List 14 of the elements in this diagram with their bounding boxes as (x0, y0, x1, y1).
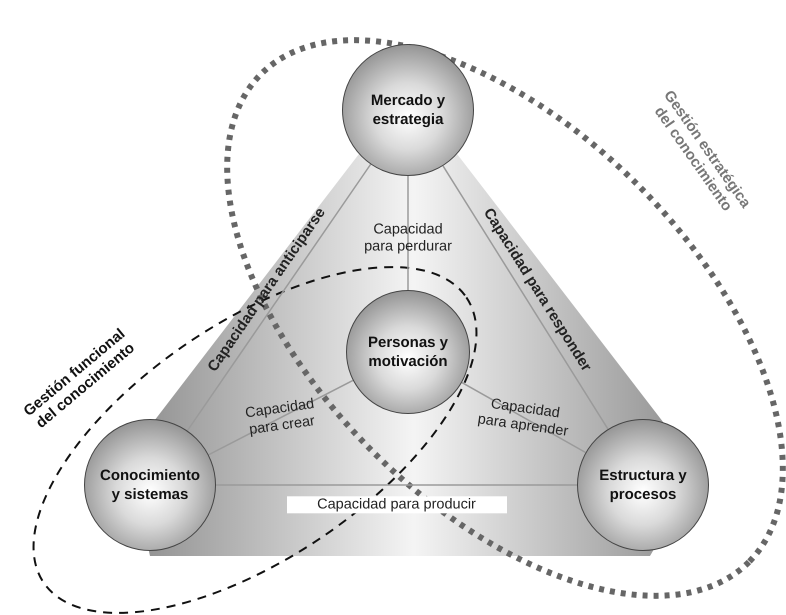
edge-label: Capacidad para aprender (475, 394, 570, 442)
connector-line (407, 176, 409, 290)
edge-label: Capacidad para producir (286, 496, 506, 514)
node-label: Conocimiento y sistemas (99, 466, 201, 504)
connector-line (216, 484, 577, 486)
connector-line (186, 164, 372, 432)
edge-label: Capacidad para perdurar (363, 221, 453, 256)
connector-line (442, 166, 609, 430)
connector-line (208, 380, 354, 456)
node-label: Estructura y procesos (598, 466, 688, 504)
connector-line (462, 382, 586, 454)
node-label: Mercado y estrategia (370, 90, 446, 130)
edge-label: Capacidad para crear (243, 394, 317, 440)
node-label: Personas y motivación (366, 332, 450, 372)
